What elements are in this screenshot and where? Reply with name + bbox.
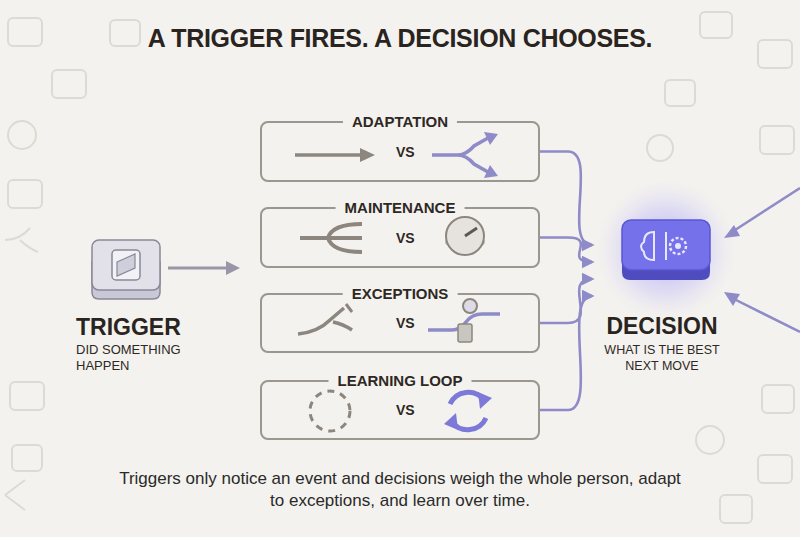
bg-switch <box>758 40 792 68</box>
arrow-head <box>724 225 740 238</box>
trigger-arrow <box>168 261 240 275</box>
bg-switch <box>700 12 732 38</box>
comparison-panel: ADAPTATIONVS <box>260 121 540 182</box>
switch-toggle <box>117 254 135 276</box>
bg-dial <box>696 426 724 454</box>
comparison-panel: EXCEPTIONSVS <box>260 293 540 353</box>
versus-label: VS <box>396 230 415 246</box>
brain-glyph <box>641 232 666 260</box>
arrow-head <box>484 132 498 145</box>
arrow-head <box>226 261 240 275</box>
switch-icon <box>92 240 160 299</box>
arrow-shaft <box>732 188 800 232</box>
bg-switch <box>12 445 42 471</box>
flow-arrow <box>540 152 592 246</box>
bg-switch <box>665 80 695 106</box>
learning-icons <box>310 391 492 431</box>
arrow-head <box>724 292 740 306</box>
obstacle-block <box>458 324 472 342</box>
panel-heading: MAINTENANCE <box>336 199 465 216</box>
bg-switch <box>10 382 44 410</box>
switch-plate <box>112 250 140 280</box>
bg-dial <box>647 135 673 161</box>
bg-switch <box>760 126 794 154</box>
dashed-circle <box>310 391 350 431</box>
straight-arrow <box>295 153 362 157</box>
comparison-panel: MAINTENANCEVS <box>260 207 540 268</box>
bg-switch <box>720 495 752 523</box>
node-heading: DECISION <box>606 313 717 339</box>
bg-switch <box>758 455 792 483</box>
glow <box>596 180 736 320</box>
bg-switch <box>762 385 794 413</box>
versus-label: VS <box>396 315 415 331</box>
bg-dial <box>8 121 36 149</box>
arrow-head <box>444 413 458 430</box>
arrow-head <box>360 148 375 162</box>
flow-arrow <box>540 279 592 323</box>
bg-switch <box>8 180 42 208</box>
diagram-caption: Triggers only notice an event and decisi… <box>110 468 690 512</box>
bg-switch <box>110 20 140 46</box>
trigger-node: TRIGGERDID SOMETHING HAPPEN <box>76 238 216 378</box>
bg-switch <box>8 18 42 46</box>
break-mark <box>346 304 352 312</box>
broken-branch <box>298 308 352 334</box>
comparison-panel: LEARNING LOOPVS <box>260 380 540 440</box>
versus-label: VS <box>396 402 415 418</box>
panel-heading: LEARNING LOOP <box>328 372 471 389</box>
gear-glyph <box>670 238 686 254</box>
fork-arrow <box>432 138 488 172</box>
decision-icon <box>596 180 736 320</box>
decision-node: DECISION WHAT IS THE BEST NEXT MOVE <box>592 215 732 380</box>
flow-arrow <box>540 296 592 410</box>
marker-figure <box>463 299 477 313</box>
arrow-shaft <box>732 298 800 332</box>
versus-label: VS <box>396 144 415 160</box>
cube-top <box>622 220 710 270</box>
gear-hub <box>675 243 681 249</box>
bg-branch <box>5 228 38 252</box>
exceptions-icons <box>298 299 500 342</box>
node-subtitle: DID SOMETHING HAPPEN <box>76 342 196 374</box>
switch-top <box>92 240 160 290</box>
panel-heading: EXCEPTIONS <box>343 285 458 302</box>
adaptation-icons <box>295 132 498 178</box>
node-heading: TRIGGER <box>76 314 181 340</box>
arrow-head <box>478 392 492 409</box>
maintenance-icons <box>300 217 485 255</box>
arrow-shaft <box>168 267 228 270</box>
background-icons <box>5 12 794 523</box>
bg-branch <box>5 480 25 510</box>
node-subtitle: WHAT IS THE BEST NEXT MOVE <box>592 342 732 374</box>
incoming-arrows <box>724 188 800 332</box>
diagram-title: A TRIGGER FIRES. A DECISION CHOOSES. <box>0 24 800 53</box>
bg-switch <box>52 70 86 98</box>
panel-heading: ADAPTATION <box>343 113 457 130</box>
flow-arrow <box>540 238 592 263</box>
dial <box>446 217 484 255</box>
rigid-branch <box>300 224 362 252</box>
arrow-head <box>484 165 498 178</box>
dial-needle <box>465 228 477 236</box>
